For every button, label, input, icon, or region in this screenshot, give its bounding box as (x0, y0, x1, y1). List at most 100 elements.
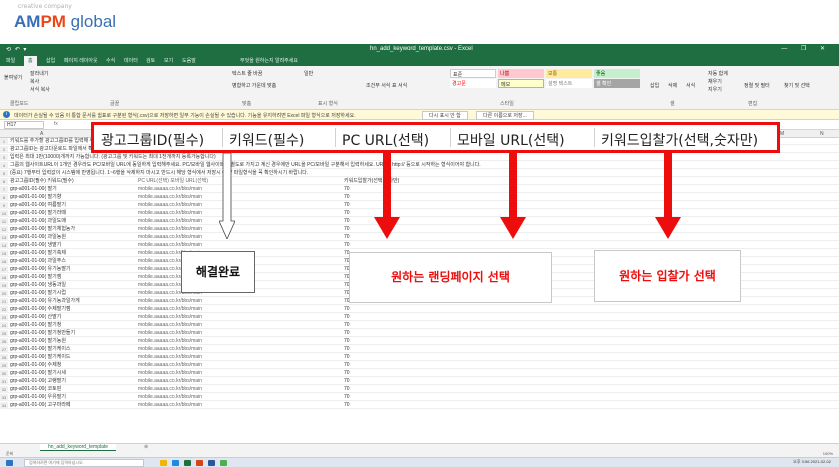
cell-a[interactable]: grp-a001-01-00( 냉딸기 (10, 242, 62, 248)
style-explanatory[interactable]: 설명 텍스트 (546, 79, 592, 88)
row-number[interactable]: 31 (0, 378, 8, 385)
cell-d[interactable]: 70 (344, 394, 350, 400)
edge-icon[interactable] (172, 460, 179, 466)
wrap-text-button[interactable]: 텍스트 줄 바꿈 (232, 71, 263, 77)
conditional-format-button[interactable]: 조건부 서식 (366, 83, 391, 89)
file-explorer-icon[interactable] (160, 460, 167, 466)
cell-a[interactable]: grp-a001-01-00( 과일농원 (10, 234, 66, 240)
row-number[interactable]: 24 (0, 322, 8, 329)
cell-a[interactable]: 입력은 최대 1만(10000)개까지 가능합니다. (광고그룹 및 키워드는 … (10, 154, 216, 160)
cell-a[interactable]: grp-a001-01-00( 딸기축제 (10, 250, 66, 256)
style-normal[interactable]: 표준 (450, 69, 496, 78)
cell-a[interactable]: grp-a001-01-00( 딸기잼 (10, 274, 62, 280)
copy-button[interactable]: 복사 (30, 79, 40, 85)
chrome-taskbar-icon[interactable] (220, 460, 227, 466)
row-number[interactable]: 26 (0, 338, 8, 345)
tab-review[interactable]: 검토 (146, 58, 156, 64)
merge-center-button[interactable]: 병합하고 가운데 맞춤 (232, 83, 277, 89)
cell-b[interactable]: mobile.aaaaa.co.kr/bbs/main (138, 250, 202, 256)
cell-d[interactable]: 70 (344, 362, 350, 368)
cell-d[interactable]: 70 (344, 202, 350, 208)
row-number[interactable]: 14 (0, 242, 8, 249)
row-number[interactable]: 28 (0, 354, 8, 361)
powerpoint-taskbar-icon[interactable] (196, 460, 203, 466)
cell-a[interactable]: grp-a001-01-00( 유기농과일가게 (10, 298, 80, 304)
cell-a[interactable]: grp-a001-01-00( 고구마라떼 (10, 402, 71, 408)
row-number[interactable]: 1 (0, 138, 8, 145)
insert-cells-button[interactable]: 삽입 (650, 83, 660, 89)
cell-a[interactable]: grp-a001-01-00( 딸기케이스 (10, 346, 71, 352)
cell-b[interactable]: mobile.aaaaa.co.kr/bbs/main (138, 234, 202, 240)
cell-b[interactable]: mobile.aaaaa.co.kr/bbs/main (138, 290, 202, 296)
cell-a[interactable]: grp-a001-01-00( 냉동과일 (10, 282, 66, 288)
cell-d[interactable]: 70 (344, 402, 350, 408)
sort-filter-button[interactable]: 정렬 및 필터 (744, 83, 770, 89)
cell-d[interactable]: 70 (344, 370, 350, 376)
cell-d[interactable]: 70 (344, 258, 350, 264)
cell-d[interactable]: 70 (344, 346, 350, 352)
col-header[interactable]: A (40, 131, 44, 137)
row-number[interactable]: 9 (0, 202, 8, 209)
cell-b[interactable]: mobile.aaaaa.co.kr/bbs/main (138, 274, 202, 280)
row-number[interactable]: 27 (0, 346, 8, 353)
cell-a[interactable]: grp-a001-01-00( 딸기농원 (10, 338, 66, 344)
cell-b[interactable]: mobile.aaaaa.co.kr/bbs/main (138, 338, 202, 344)
cell-a[interactable]: grp-a001-01-00( 딸기라떼 (10, 210, 66, 216)
cell-b[interactable]: mobile.aaaaa.co.kr/bbs/main (138, 322, 202, 328)
cell-a[interactable]: grp-a001-01-00( 우유딸기 (10, 394, 66, 400)
cell-b[interactable]: mobile.aaaaa.co.kr/bbs/main (138, 314, 202, 320)
format-painter-button[interactable]: 서식 복사 (30, 87, 50, 93)
cell-b[interactable]: mobile.aaaaa.co.kr/bbs/main (138, 378, 202, 384)
row-number[interactable]: 21 (0, 298, 8, 305)
autosum-button[interactable]: 자동 합계 (708, 71, 728, 77)
tab-help[interactable]: 도움말 (182, 58, 196, 64)
fx-icon[interactable]: fx (54, 121, 58, 127)
row-number[interactable]: 4 (0, 162, 8, 169)
cell-b[interactable]: mobile.aaaaa.co.kr/bbs/main (138, 218, 202, 224)
tab-insert[interactable]: 삽입 (46, 58, 56, 64)
cell-a[interactable]: 광고그룹ID(필수) 키워드(필수) (10, 178, 74, 184)
word-taskbar-icon[interactable] (208, 460, 215, 466)
cell-a[interactable]: 키워드를 추가할 광고그룹ID를 입력해 주세요. (10, 138, 105, 144)
cell-a[interactable]: grp-a001-01-00( 유기농딸기 (10, 266, 71, 272)
find-select-button[interactable]: 찾기 및 선택 (784, 83, 810, 89)
row-number[interactable]: 13 (0, 234, 8, 241)
tab-data[interactable]: 데이터 (124, 58, 138, 64)
row-number[interactable]: 12 (0, 226, 8, 233)
cell-d[interactable]: 70 (344, 266, 350, 272)
tab-home[interactable]: 홈 (24, 56, 37, 66)
number-format-select[interactable]: 일반 (304, 71, 314, 77)
cell-a[interactable]: grp-a001-01-00( 산딸기 (10, 314, 62, 320)
row-number[interactable]: 17 (0, 266, 8, 273)
row-number[interactable]: 29 (0, 362, 8, 369)
cell-a[interactable]: 그룹의 웹사이트URL이 1개인 경우라도 PC/모바일 URL에 동일하게 입… (10, 162, 481, 168)
paste-button[interactable]: 붙여넣기 (4, 75, 23, 81)
cell-a[interactable]: grp-a001-01-00( 딸기청 (10, 322, 62, 328)
cell-d[interactable]: 70 (344, 186, 350, 192)
tab-file[interactable]: 파일 (6, 58, 16, 64)
cell-d[interactable]: 70 (344, 298, 350, 304)
cell-a[interactable]: grp-a001-01-00( 딸기케이드 (10, 354, 71, 360)
row-number[interactable]: 15 (0, 250, 8, 257)
cell-d[interactable]: 70 (344, 226, 350, 232)
tab-page-layout[interactable]: 페이지 레이아웃 (64, 58, 98, 64)
fill-button[interactable]: 채우기 (708, 79, 722, 85)
cell-d[interactable]: 70 (344, 234, 350, 240)
row-number[interactable]: 22 (0, 306, 8, 313)
dont-show-again-button[interactable]: 다시 표시 안 함 (422, 111, 468, 120)
style-warning[interactable]: 경고문 (450, 79, 496, 88)
row-number[interactable]: 30 (0, 370, 8, 377)
